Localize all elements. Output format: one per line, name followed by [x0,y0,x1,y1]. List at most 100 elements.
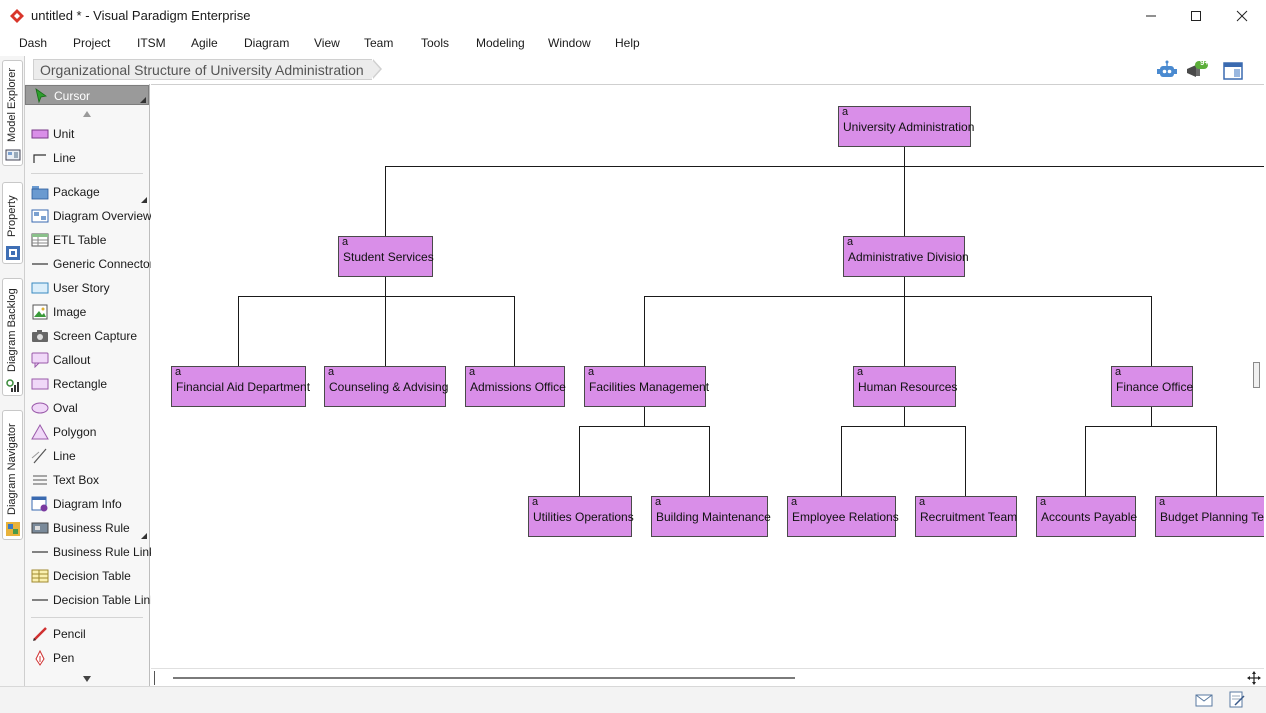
property-icon [6,246,20,260]
decision-table-link-icon [32,599,48,601]
breadcrumb-arrow-fill [372,60,380,78]
unit-counseling-advising[interactable]: a Counseling & Advising [324,366,448,407]
palette-user-story[interactable]: User Story [25,277,149,299]
palette-image[interactable]: Image [25,301,149,323]
palette-diagram-info[interactable]: Diagram Info [25,493,149,515]
etl-table-icon [31,233,49,247]
horizontal-scrollbar[interactable] [151,668,1264,686]
palette-generic-connector-label: Generic Connector [53,257,154,271]
menu-view[interactable]: View [314,36,340,50]
palette-unit[interactable]: Unit [25,123,149,145]
palette-pencil[interactable]: Pencil [25,623,149,645]
palette-unit-label: Unit [53,127,75,141]
unit-budget-planning-team[interactable]: a Budget Planning Team [1155,496,1264,537]
pan-icon[interactable] [1247,671,1261,685]
connector-line-icon [33,154,46,163]
tab-model-explorer-label: Model Explorer [6,68,18,142]
palette-business-rule[interactable]: Business Rule [25,517,149,539]
title-bar: untitled * - Visual Paradigm Enterprise [0,0,1266,32]
palette-screen-capture[interactable]: Screen Capture [25,325,149,347]
unit-stereotype: a [791,496,798,508]
menu-modeling[interactable]: Modeling [476,36,525,50]
more-tools-marker [140,97,146,103]
menu-itsm[interactable]: ITSM [137,36,166,50]
unit-name: University Administration [843,120,975,134]
unit-stereotype: a [1040,496,1047,508]
unit-facilities-management[interactable]: a Facilities Management [584,366,709,407]
menu-project[interactable]: Project [73,36,111,50]
unit-human-resources[interactable]: a Human Resources [853,366,957,407]
palette-image-label: Image [53,305,87,319]
menu-diagram[interactable]: Diagram [244,36,290,50]
palette-line[interactable]: Line [25,147,149,169]
tab-property[interactable]: Property [2,182,23,264]
unit-student-services[interactable]: a Student Services [338,236,434,277]
palette-oval[interactable]: Oval [25,397,149,419]
vertical-scrollbar-thumb[interactable] [1253,362,1260,388]
maximize-button[interactable] [1173,0,1219,32]
palette-business-rule-link[interactable]: Business Rule Link [25,541,155,563]
scroll-down-icon[interactable] [82,675,92,683]
edit-note-icon[interactable] [1229,691,1245,709]
tab-diagram-backlog[interactable]: Diagram Backlog [2,278,23,396]
menu-help[interactable]: Help [615,36,640,50]
palette-generic-connector[interactable]: Generic Connector [25,253,154,275]
unit-name: Building Maintenance [656,510,771,524]
diagram-overview-icon [31,209,49,223]
connector-line [904,146,905,166]
unit-recruitment-team[interactable]: a Recruitment Team [915,496,1017,537]
palette-line-shape[interactable]: Line [25,445,149,467]
connector-line [841,426,966,427]
palette-text-box-label: Text Box [53,473,100,487]
palette-decision-table-link[interactable]: Decision Table Link [25,589,156,611]
robot-icon[interactable] [1155,60,1179,82]
palette-cursor[interactable]: Cursor [25,85,149,105]
tab-property-label: Property [6,195,18,237]
palette-pen[interactable]: Pen [25,647,149,669]
scroll-up-icon[interactable] [82,110,92,118]
unit-administrative-division[interactable]: a Administrative Division [843,236,969,277]
cursor-arrow-icon [35,88,47,104]
unit-stereotype: a [655,496,662,508]
close-icon [1236,10,1248,22]
breadcrumb[interactable]: Organizational Structure of University A… [33,59,372,80]
unit-university-administration[interactable]: a University Administration [838,106,975,147]
announcement-icon[interactable] [1184,60,1208,82]
menu-agile[interactable]: Agile [191,36,218,50]
diagram-navigator-icon [6,522,20,536]
palette-diagram-overview[interactable]: Diagram Overview [25,205,152,227]
palette-decision-table[interactable]: Decision Table [25,565,149,587]
palette-callout[interactable]: Callout [25,349,149,371]
minimize-button[interactable] [1128,0,1174,32]
palette-text-box[interactable]: Text Box [25,469,149,491]
unit-financial-aid-department[interactable]: a Financial Aid Department [171,366,310,407]
menu-window[interactable]: Window [548,36,591,50]
connector-line [238,296,239,366]
unit-building-maintenance[interactable]: a Building Maintenance [651,496,771,537]
unit-employee-relations[interactable]: a Employee Relations [787,496,899,537]
menu-dash[interactable]: Dash [19,36,48,50]
unit-name: Student Services [343,250,434,264]
mail-icon[interactable] [1195,694,1213,707]
palette-callout-label: Callout [53,353,91,367]
unit-name: Accounts Payable [1041,510,1138,524]
unit-finance-office[interactable]: a Finance Office [1111,366,1193,407]
palette-etl-table[interactable]: ETL Table [25,229,149,251]
tab-model-explorer[interactable]: Model Explorer [2,60,23,166]
layout-panel-icon[interactable] [1222,60,1246,82]
unit-accounts-payable[interactable]: a Accounts Payable [1036,496,1138,537]
diagram-canvas[interactable]: a University Administration a Student Se… [151,84,1264,668]
menu-team[interactable]: Team [364,36,394,50]
unit-admissions-office[interactable]: a Admissions Office [465,366,566,407]
palette-polygon[interactable]: Polygon [25,421,149,443]
unit-stereotype: a [588,366,595,378]
diagram-info-icon [31,496,48,512]
unit-utilities-operations[interactable]: a Utilities Operations [528,496,634,537]
palette-package[interactable]: Package [25,181,149,203]
connector-line [644,406,645,426]
horizontal-scrollbar-thumb[interactable] [173,677,795,679]
palette-rectangle[interactable]: Rectangle [25,373,149,395]
tab-diagram-navigator[interactable]: Diagram Navigator [2,410,23,540]
menu-tools[interactable]: Tools [421,36,450,50]
close-button[interactable] [1219,0,1265,32]
